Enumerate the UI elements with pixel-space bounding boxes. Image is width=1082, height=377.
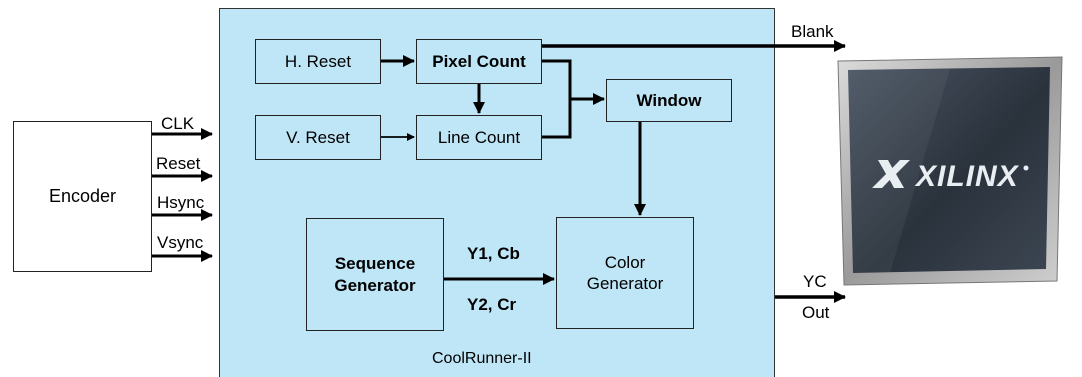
h-reset-block: H. Reset bbox=[255, 39, 381, 84]
v-reset-label: V. Reset bbox=[286, 127, 350, 147]
window-label: Window bbox=[636, 90, 702, 110]
out-label: Out bbox=[802, 303, 830, 322]
xilinx-logo-text: XILINX bbox=[914, 160, 1020, 193]
line-count-label: Line Count bbox=[437, 127, 521, 147]
window-block: Window bbox=[606, 79, 732, 122]
chip-label: CoolRunner-II bbox=[432, 350, 532, 367]
sequence-generator-label-2: Generator bbox=[334, 275, 416, 295]
blank-label: Blank bbox=[791, 22, 834, 41]
counts-to-window-wire bbox=[542, 59, 572, 139]
line-count-block: Line Count bbox=[416, 115, 542, 160]
sequence-generator-block: Sequence Generator bbox=[306, 218, 444, 331]
sequence-generator-label-1: Sequence bbox=[334, 254, 416, 274]
reset-label: Reset bbox=[156, 154, 201, 173]
y1-cb-label: Y1, Cb bbox=[467, 244, 520, 263]
yc-label: YC bbox=[803, 272, 827, 291]
color-generator-label-1: Color bbox=[604, 252, 646, 272]
pixel-count-label: Pixel Count bbox=[432, 51, 526, 71]
pixel-count-block: Pixel Count bbox=[416, 39, 542, 84]
encoder-label: Encoder bbox=[48, 186, 117, 207]
xilinx-logo-icon bbox=[872, 160, 910, 188]
color-generator-block: Color Generator bbox=[556, 217, 694, 329]
v-reset-block: V. Reset bbox=[255, 115, 381, 160]
vsync-label: Vsync bbox=[157, 233, 204, 252]
h-reset-label: H. Reset bbox=[284, 51, 352, 71]
encoder-block: Encoder bbox=[13, 121, 152, 272]
hsync-label: Hsync bbox=[157, 193, 205, 212]
y2-cr-label: Y2, Cr bbox=[467, 295, 517, 314]
clk-label: CLK bbox=[161, 114, 195, 133]
lcd-panel-photo: XILINX bbox=[837, 56, 1063, 286]
color-generator-label-2: Generator bbox=[586, 274, 664, 293]
